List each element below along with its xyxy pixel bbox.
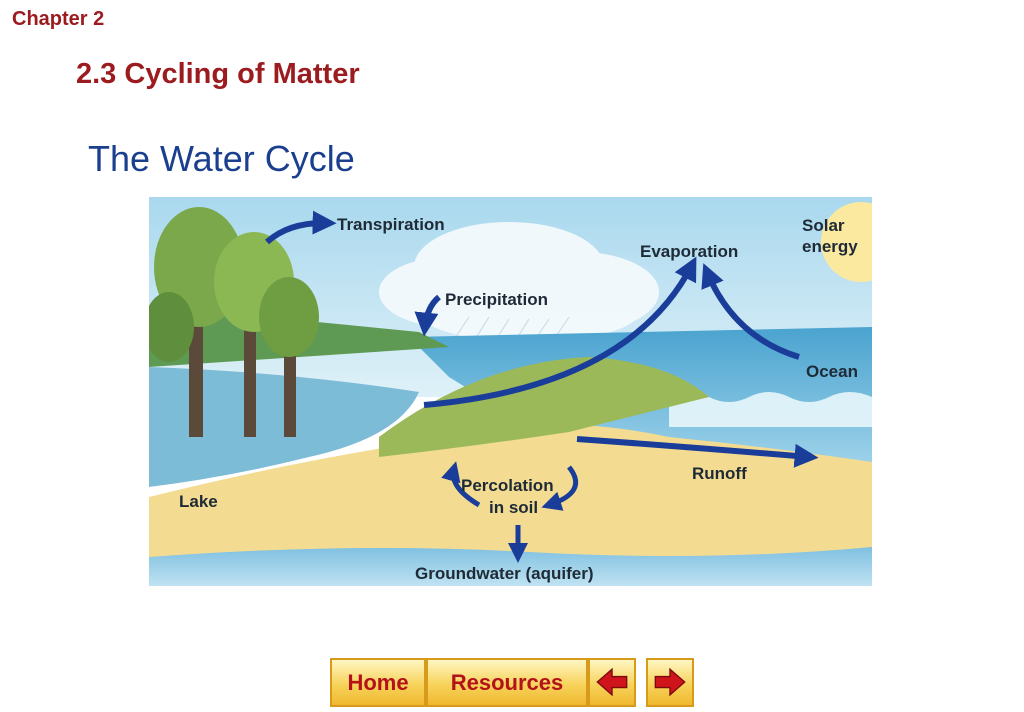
label-evaporation: Evaporation bbox=[640, 242, 738, 261]
trees bbox=[149, 207, 319, 437]
label-lake: Lake bbox=[179, 492, 218, 511]
label-solar: Solar bbox=[802, 216, 845, 235]
label-ocean: Ocean bbox=[806, 362, 858, 381]
percolation-arrow-right bbox=[541, 465, 579, 511]
resources-button[interactable]: Resources bbox=[426, 658, 588, 707]
evaporation-arrow-ocean bbox=[701, 263, 800, 360]
next-button[interactable] bbox=[646, 658, 694, 707]
label-precipitation: Precipitation bbox=[445, 290, 548, 309]
dune-grass bbox=[379, 357, 709, 457]
right-arrow-icon bbox=[654, 667, 686, 697]
label-groundwater: Groundwater (aquifer) bbox=[415, 564, 594, 583]
groundwater bbox=[149, 547, 872, 586]
label-percolation: Percolation bbox=[461, 476, 554, 495]
runoff-arrow bbox=[576, 436, 819, 468]
slide-title: The Water Cycle bbox=[88, 138, 355, 179]
waves bbox=[669, 392, 872, 427]
section-title: 2.3 Cycling of Matter bbox=[76, 58, 360, 90]
clouds bbox=[379, 222, 659, 342]
sand bbox=[149, 424, 872, 586]
left-arrow-icon bbox=[596, 667, 628, 697]
percolation-arrow-left bbox=[441, 461, 481, 508]
water-cycle-diagram: Transpiration Precipitation Evaporation … bbox=[149, 197, 872, 586]
transpiration-arrow bbox=[264, 210, 337, 245]
home-button[interactable]: Home bbox=[330, 658, 426, 707]
chapter-label: Chapter 2 bbox=[12, 8, 105, 30]
precipitation-arrow bbox=[414, 294, 442, 337]
label-transpiration: Transpiration bbox=[337, 215, 445, 234]
previous-button[interactable] bbox=[588, 658, 636, 707]
label-runoff: Runoff bbox=[692, 464, 747, 483]
evaporation-arrow-lake bbox=[423, 256, 697, 408]
label-energy: energy bbox=[802, 237, 858, 256]
water-cycle-illustration: Transpiration Precipitation Evaporation … bbox=[149, 197, 872, 586]
sun bbox=[821, 202, 872, 282]
label-in-soil: in soil bbox=[489, 498, 538, 517]
